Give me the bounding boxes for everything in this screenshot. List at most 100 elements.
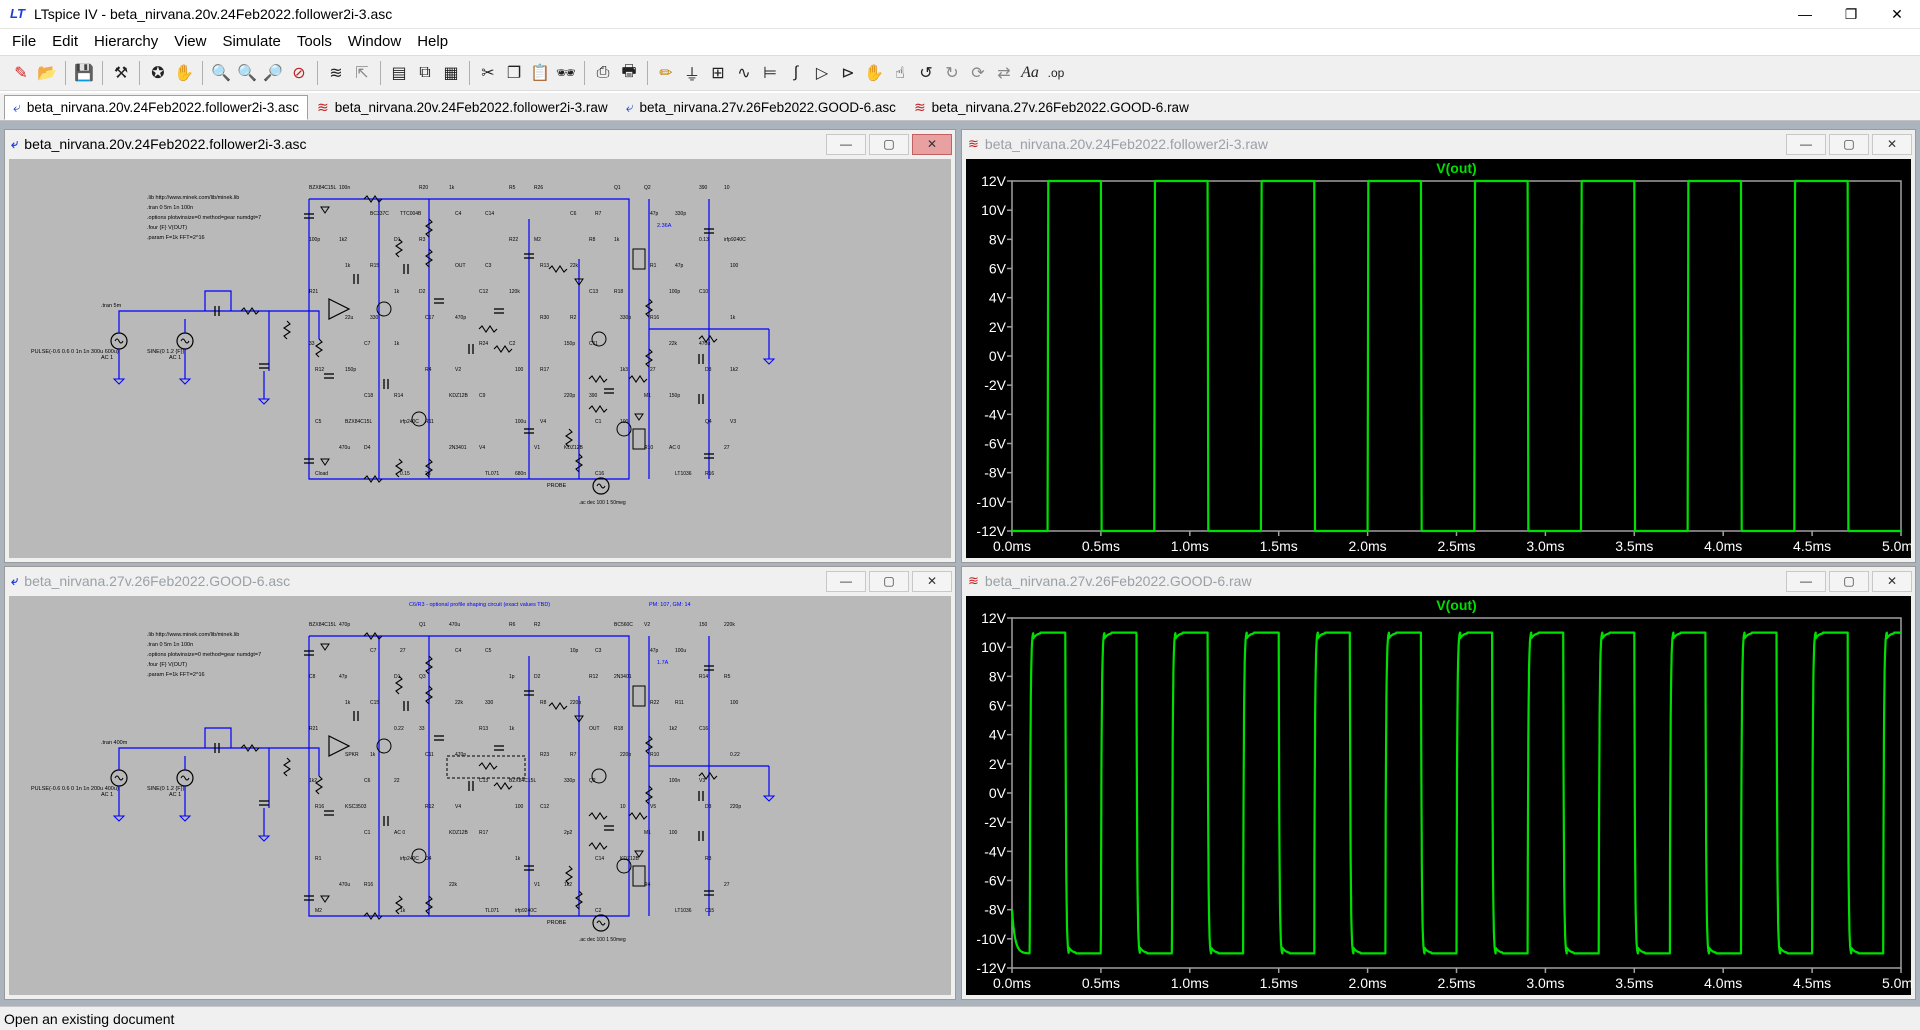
component-icon[interactable]: ⊳ [841,65,855,82]
schematic-canvas[interactable]: .lib http://www.minek.com/lib/minek.lib.… [9,159,951,558]
undo-icon[interactable]: ↺ [919,65,933,82]
resistor-icon[interactable]: ∿ [737,65,751,82]
capacitor-icon[interactable]: ⊨ [763,65,777,82]
child-minimize-button[interactable]: — [826,570,866,592]
component-label: 1p [509,674,515,680]
resistor-symbol [645,348,653,368]
component-label: BC337C [370,211,389,217]
inductor-icon[interactable]: ∫ [793,64,799,81]
close-all-icon[interactable]: ▦ [443,65,459,82]
open-icon[interactable]: 📂 [37,65,57,82]
copy-icon[interactable]: ❐ [506,65,522,82]
child-close-button[interactable]: ✕ [912,570,952,592]
run-icon[interactable]: ✪ [151,65,165,82]
child-minimize-button[interactable]: — [1786,570,1826,592]
resistor-symbol [425,895,433,915]
control-panel-icon[interactable]: ⚒ [113,65,129,82]
component-label: C16 [595,471,604,477]
child-maximize-button[interactable]: ▢ [1829,570,1869,592]
schematic-drawing[interactable]: .lib http://www.minek.com/lib/minek.lib.… [9,596,953,998]
child-close-button[interactable]: ✕ [912,133,952,155]
component-label: 27 [400,648,406,654]
resistor-symbol [588,842,608,850]
menu-edit[interactable]: Edit [52,32,79,50]
zoom-in-icon[interactable]: 🔍 [211,65,231,82]
cascade-icon[interactable]: ⧉ [419,64,431,81]
zoom-fit-icon[interactable]: ⊘ [292,65,306,82]
redo-icon[interactable]: ↻ [945,65,959,82]
child-close-button[interactable]: ✕ [1872,133,1912,155]
child-minimize-button[interactable]: — [826,133,866,155]
component-label: 27 [650,367,656,373]
menu-window[interactable]: Window [347,32,402,50]
menu-hierarchy[interactable]: Hierarchy [94,32,159,50]
menu-file[interactable]: File [12,32,37,50]
drag-icon[interactable]: ☝ [895,65,905,82]
component-label: irfp240C [400,419,419,425]
ground-icon[interactable]: ⏚ [683,67,700,84]
child-close-button[interactable]: ✕ [1872,570,1912,592]
waveform-plot[interactable]: V(out)12V10V8V6V4V2V0V-2V-4V-6V-8V-10V-1… [966,159,1920,561]
child-maximize-button[interactable]: ▢ [1829,133,1869,155]
y-tick-label: -8V [984,465,1006,481]
schematic-drawing[interactable]: .lib http://www.minek.com/lib/minek.lib.… [9,159,953,561]
diode-icon[interactable]: ▷ [815,65,829,82]
wire [118,310,270,371]
schematic-canvas[interactable]: .lib http://www.minek.com/lib/minek.lib.… [9,596,951,995]
mirror-icon[interactable]: ⇄ [997,65,1011,82]
child-maximize-button[interactable]: ▢ [869,570,909,592]
component-label: 120k [509,289,520,295]
component-label: 1k2 [730,367,738,373]
print-icon[interactable]: 🖶 [621,62,637,80]
resistor-symbol [283,757,291,777]
text-icon[interactable]: Aa [1021,64,1039,81]
tab-schematic-27v[interactable]: ⤶ beta_nirvana.27v.26Feb2022.GOOD-6.asc [617,95,905,120]
new-schematic-icon[interactable]: ✎ [14,65,28,82]
tab-schematic-20v[interactable]: ⤶ beta_nirvana.20v.24Feb2022.follower2i-… [4,95,309,120]
source-value: AC 1 [101,792,113,798]
source-value: AC 1 [169,355,181,361]
trace-vout [1010,631,1902,955]
wire [269,747,320,776]
close-button[interactable]: ✕ [1891,5,1903,22]
label-icon[interactable]: ⊞ [711,65,725,82]
component-label: R5 [509,185,516,191]
probe-icon[interactable]: ⇱ [355,65,369,82]
component-label: C1 [364,830,371,836]
child-maximize-button[interactable]: ▢ [869,133,909,155]
component-label: 1k2 [339,237,347,243]
find-icon[interactable]: 🕶 [555,65,577,82]
cut-icon[interactable]: ✂ [481,65,495,82]
child-minimize-button[interactable]: — [1786,133,1826,155]
menu-simulate[interactable]: Simulate [222,32,281,50]
resistor-symbol [698,772,718,780]
waveform-plot[interactable]: V(out)12V10V8V6V4V2V0V-2V-4V-6V-8V-10V-1… [966,596,1920,998]
rotate-icon[interactable]: ⟳ [971,65,985,82]
resistor-symbol [698,335,718,343]
tab-waveform-20v[interactable]: ≋ beta_nirvana.20v.24Feb2022.follower2i-… [308,95,617,120]
menu-tools[interactable]: Tools [296,32,332,50]
zoom-out-icon[interactable]: 🔎 [263,65,283,82]
restore-button[interactable]: ❐ [1844,5,1858,22]
autoscale-icon[interactable]: ≋ [329,65,343,82]
minimize-button[interactable]: — [1798,6,1812,22]
zoom-pan-icon[interactable]: 🔍 [237,65,257,82]
tile-icon[interactable]: ▤ [391,65,407,82]
menu-view[interactable]: View [174,32,207,50]
spice-directive-icon[interactable]: .op [1047,66,1065,80]
halt-icon[interactable]: ✋ [174,65,194,82]
component-label: M2 [315,908,322,914]
toolbar-separator [647,61,648,85]
wire-icon[interactable]: ✏ [659,65,673,82]
paste-icon[interactable]: 📋 [530,65,550,82]
component-label: TL071 [485,908,499,914]
component-label: C12 [479,289,488,295]
tab-waveform-27v[interactable]: ≋ beta_nirvana.27v.26Feb2022.GOOD-6.raw [905,95,1198,120]
component-label: R13 [540,263,549,269]
move-icon[interactable]: ✋ [864,65,884,82]
print-setup-icon[interactable]: ⎙ [596,64,610,81]
menu-help[interactable]: Help [417,32,449,50]
save-icon[interactable]: 💾 [74,65,94,82]
